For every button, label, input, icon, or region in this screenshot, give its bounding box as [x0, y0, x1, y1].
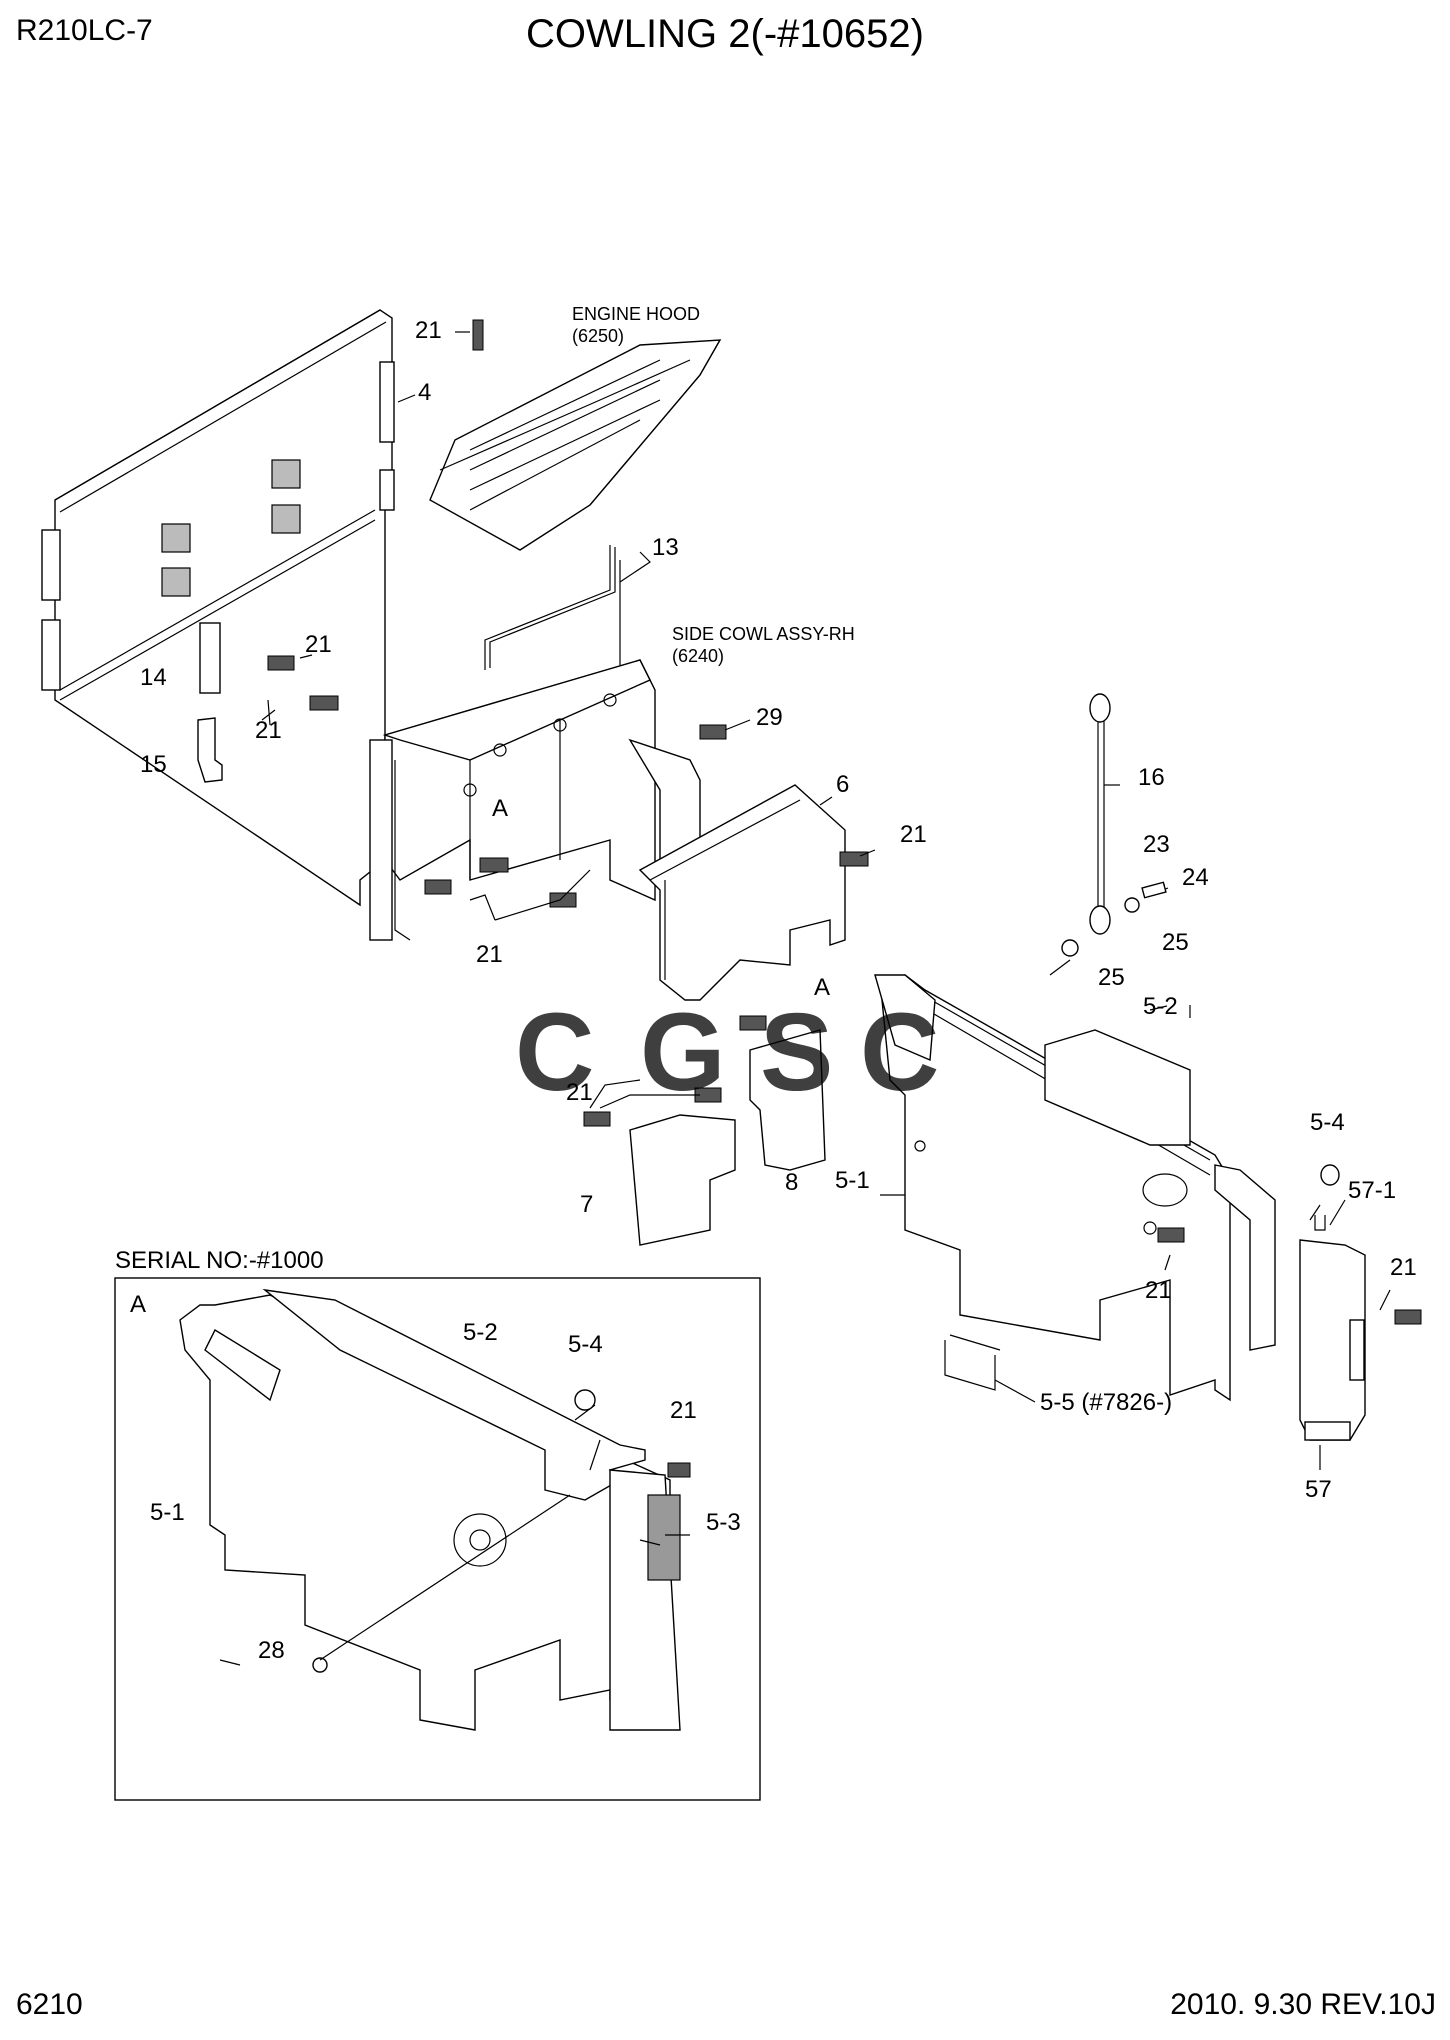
plate-part-6 — [638, 784, 846, 1001]
callout-21: 21 — [900, 821, 927, 848]
callout-25: 25 — [1098, 964, 1125, 991]
panel-part-5-2 — [1044, 1029, 1191, 1146]
callout-14: 14 — [140, 664, 167, 691]
plate-part-8 — [749, 1029, 826, 1171]
inset-callout-ref-a: A — [130, 1291, 146, 1318]
engine-hood-label: ENGINE HOOD — [572, 304, 700, 324]
callout-21: 21 — [415, 317, 442, 344]
callout-25: 25 — [1162, 929, 1189, 956]
callout-15: 15 — [140, 751, 167, 778]
callout-16: 16 — [1138, 764, 1165, 791]
seal-part-5-5 — [944, 1334, 1001, 1391]
callout-29: 29 — [756, 704, 783, 731]
callout-ref-a: A — [492, 795, 508, 822]
clip-part-57-1 — [1314, 1215, 1326, 1231]
callout-21: 21 — [566, 1079, 593, 1106]
revision-label: 2010. 9.30 REV.10J — [1170, 1988, 1436, 2021]
callout-6: 6 — [836, 771, 849, 798]
callout-5-2: 5-2 — [1143, 993, 1178, 1020]
callout-23: 23 — [1143, 831, 1170, 858]
inset-callout-5-3: 5-3 — [706, 1509, 741, 1536]
side-cowl-ref: (6240) — [672, 646, 724, 666]
washer-part-25-b — [1124, 897, 1140, 913]
engine-hood-ref: (6250) — [572, 326, 624, 346]
watermark-letter: C — [860, 991, 939, 1114]
callout-57: 57 — [1305, 1476, 1332, 1503]
callout-5-1: 5-1 — [835, 1167, 870, 1194]
panel-part-4 — [41, 309, 395, 907]
leader-lines — [261, 331, 1391, 1470]
watermark-letter: C — [515, 991, 594, 1114]
callout-5-4: 5-4 — [1310, 1109, 1345, 1136]
cap-part-5-4 — [1320, 1164, 1340, 1186]
inset-drawing — [179, 1288, 691, 1731]
callout-4: 4 — [418, 379, 431, 406]
inset-callout-5-1: 5-1 — [150, 1499, 185, 1526]
engine-hood — [429, 339, 722, 551]
bracket-part-14 — [199, 622, 221, 694]
callout-21: 21 — [476, 941, 503, 968]
bracket-part-57 — [1299, 1239, 1366, 1441]
inset-callout-5-2: 5-2 — [463, 1319, 498, 1346]
plate-part-7 — [629, 1114, 736, 1246]
callout-ref-a: A — [814, 974, 830, 1001]
pin-part-23 — [1141, 881, 1167, 899]
side-cowl-assy — [369, 659, 701, 941]
page-number: 6210 — [16, 1988, 83, 2021]
model-label: R210LC-7 — [16, 14, 153, 47]
rod-part-16 — [1089, 693, 1111, 935]
callout-7: 7 — [580, 1191, 593, 1218]
page-title: COWLING 2(-#10652) — [526, 12, 924, 56]
inset-callout-21: 21 — [670, 1397, 697, 1424]
serial-label: SERIAL NO:-#1000 — [115, 1247, 324, 1274]
callout-5-5: 5-5 (#7826-) — [1040, 1389, 1172, 1416]
callout-21: 21 — [1145, 1277, 1172, 1304]
watermark-letter: S — [760, 991, 833, 1114]
watermark-letter: G — [640, 991, 726, 1114]
callout-24: 24 — [1182, 864, 1209, 891]
washer-part-25 — [1061, 939, 1079, 957]
callout-8: 8 — [785, 1169, 798, 1196]
bolts — [267, 319, 1422, 1325]
side-cowl-label: SIDE COWL ASSY-RH — [672, 624, 855, 644]
callout-13: 13 — [652, 534, 679, 561]
bracket-part-15 — [197, 717, 223, 783]
inset-callout-5-4: 5-4 — [568, 1331, 603, 1358]
panel-part-5-3 — [1214, 1164, 1276, 1351]
callout-21: 21 — [255, 717, 282, 744]
callout-21: 21 — [1390, 1254, 1417, 1281]
callout-57-1: 57-1 — [1348, 1177, 1396, 1204]
callout-21: 21 — [305, 631, 332, 658]
watermark: C G S C — [515, 991, 939, 1114]
inset-callout-28: 28 — [258, 1637, 285, 1664]
inset-frame — [114, 1277, 761, 1801]
